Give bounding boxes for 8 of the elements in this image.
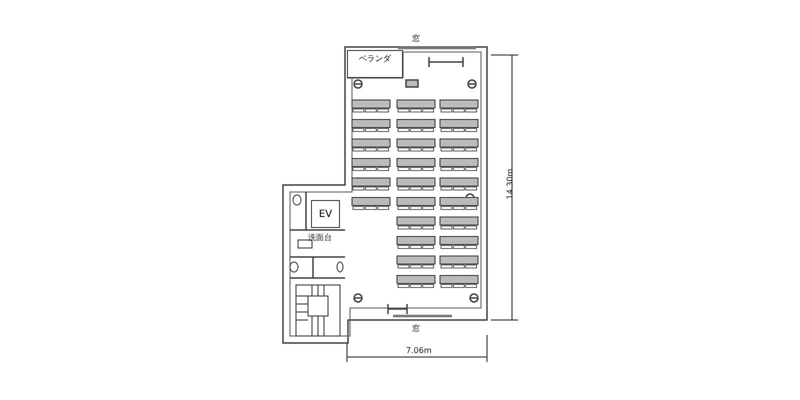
balcony-room: [347, 50, 403, 78]
room-label: EV: [318, 208, 334, 222]
dimension-label: 7.06m: [406, 347, 432, 355]
elevator-box: [311, 200, 340, 228]
window-label: 窓: [412, 325, 420, 333]
room-label: ベランダ: [358, 53, 392, 65]
dimension-label: 14.30m: [506, 168, 514, 200]
window-label: 窓: [412, 35, 420, 43]
